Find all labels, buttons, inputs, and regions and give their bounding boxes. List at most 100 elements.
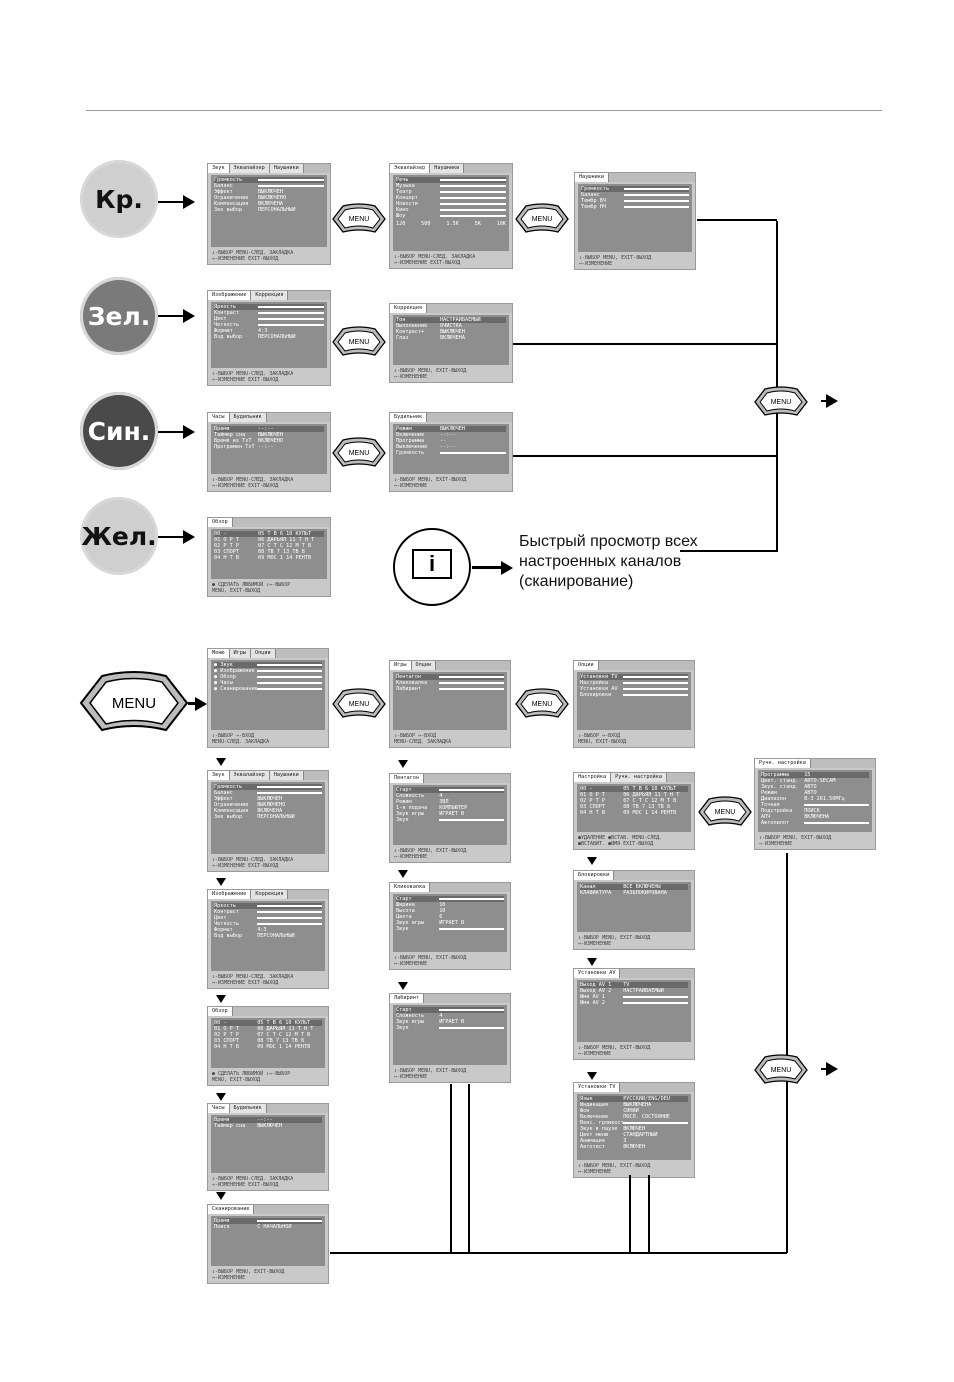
menu-row[interactable]: Четкость xyxy=(214,322,324,328)
level-bar[interactable] xyxy=(623,688,688,690)
yellow-button[interactable]: Жел. xyxy=(80,497,158,575)
menu-row[interactable]: Контраст xyxy=(214,310,324,316)
level-bar[interactable] xyxy=(439,789,504,791)
level-bar[interactable] xyxy=(623,1122,688,1124)
level-bar[interactable] xyxy=(257,682,322,684)
screen-tab[interactable]: Наушники xyxy=(575,173,609,182)
level-bar[interactable] xyxy=(440,209,506,211)
menu-row[interactable]: Вкнс. громкость xyxy=(580,1120,688,1126)
menu-row[interactable]: Кликовалка xyxy=(396,680,504,686)
level-bar[interactable] xyxy=(439,682,504,684)
level-bar[interactable] xyxy=(439,898,504,900)
menu-row[interactable]: Музыка xyxy=(396,183,506,189)
menu-row[interactable]: Кино xyxy=(396,207,506,213)
level-bar[interactable] xyxy=(257,688,322,690)
menu-row[interactable]: ● Сканирование xyxy=(214,686,322,692)
menu-row[interactable]: ● Часы xyxy=(214,680,322,686)
menu-row[interactable]: Пентагон xyxy=(396,674,504,680)
menu-row[interactable]: Тембр ВЧ xyxy=(581,198,689,204)
menu-row[interactable]: 00 -05 T B 6 10 КУЛЬТ xyxy=(580,786,688,792)
level-bar[interactable] xyxy=(804,804,869,806)
menu-row[interactable]: Шоу xyxy=(396,213,506,219)
level-bar[interactable] xyxy=(439,819,504,821)
screen-tab[interactable]: Наушники xyxy=(269,771,304,780)
level-bar[interactable] xyxy=(257,905,322,907)
level-bar[interactable] xyxy=(804,822,869,824)
level-bar[interactable] xyxy=(623,694,688,696)
menu-row[interactable]: Время--:-- xyxy=(214,426,324,432)
screen-tab[interactable]: Ручн. настройка xyxy=(611,773,667,782)
menu-button[interactable]: MENU xyxy=(514,203,570,235)
menu-row[interactable]: Точная xyxy=(761,802,869,808)
screen-tab[interactable]: Наушники xyxy=(269,164,304,173)
screen-tab[interactable]: Опции xyxy=(251,649,276,658)
screen-tab[interactable]: Обзор xyxy=(208,518,233,527)
level-bar[interactable] xyxy=(624,200,689,202)
level-bar[interactable] xyxy=(439,676,504,678)
menu-row[interactable]: Громкость xyxy=(581,186,689,192)
menu-row[interactable]: Старт xyxy=(396,787,504,793)
level-bar[interactable] xyxy=(258,185,324,187)
level-bar[interactable] xyxy=(257,917,322,919)
menu-row[interactable]: Звук xyxy=(396,1025,504,1031)
level-bar[interactable] xyxy=(257,911,322,913)
screen-tab[interactable]: Обзор xyxy=(208,1007,233,1016)
menu-row[interactable]: Контраст+ВЫКЛЮЧЕН xyxy=(396,329,506,335)
level-bar[interactable] xyxy=(439,1027,504,1029)
level-bar[interactable] xyxy=(440,203,506,205)
level-bar[interactable] xyxy=(257,670,322,672)
screen-tab[interactable]: Коррекция xyxy=(390,304,428,313)
screen-tab[interactable]: Звук xyxy=(208,771,230,780)
menu-row[interactable]: ● Звук xyxy=(214,662,322,668)
level-bar[interactable] xyxy=(257,923,322,925)
level-bar[interactable] xyxy=(440,179,506,181)
menu-button[interactable]: MENU xyxy=(331,437,387,469)
level-bar[interactable] xyxy=(440,191,506,193)
menu-row[interactable]: Включение--:-- xyxy=(396,432,506,438)
menu-button[interactable]: MENU xyxy=(753,386,809,418)
menu-row[interactable]: Цвет. станд.АВТО-SECAM xyxy=(761,778,869,784)
menu-button[interactable]: MENU xyxy=(331,203,387,235)
menu-row[interactable]: Блокировки xyxy=(580,692,688,698)
menu-row[interactable]: Старт xyxy=(396,1007,504,1013)
screen-tab[interactable]: Изображение xyxy=(208,291,252,300)
level-bar[interactable] xyxy=(257,1220,322,1222)
menu-row[interactable]: Звук xyxy=(396,817,504,823)
level-bar[interactable] xyxy=(624,194,689,196)
screen-tab[interactable]: Блокировки xyxy=(574,871,615,880)
screen-tab[interactable]: Игры xyxy=(390,661,412,670)
menu-row[interactable]: Тембр НЧ xyxy=(581,204,689,210)
menu-row[interactable]: 00 -05 T B 6 10 КУЛЬТ xyxy=(214,531,324,537)
menu-row[interactable]: Время--:-- xyxy=(214,1117,322,1123)
menu-row[interactable]: Баланс xyxy=(214,790,322,796)
level-bar[interactable] xyxy=(439,1009,504,1011)
menu-button-large[interactable]: MENU xyxy=(78,670,190,736)
level-bar[interactable] xyxy=(258,318,324,320)
